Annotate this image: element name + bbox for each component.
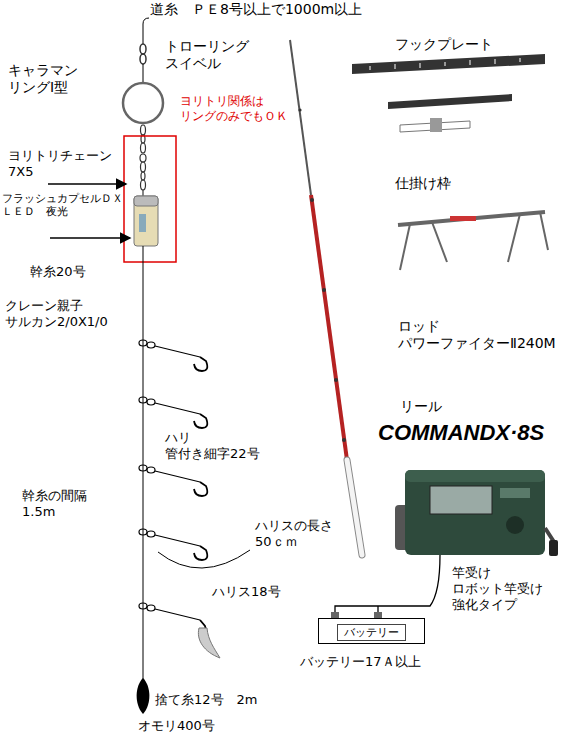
power-cable bbox=[335, 555, 440, 618]
part-label: トローリング スイベル bbox=[165, 38, 249, 72]
rod-symbol bbox=[347, 460, 362, 555]
part-label: クレーン親子 サルカン2/0X1/0 bbox=[5, 298, 108, 330]
rod-symbol bbox=[311, 195, 347, 460]
part-label: ロッド パワーファイターⅡ240M bbox=[398, 318, 556, 352]
ring-symbol bbox=[123, 83, 163, 123]
line-label: 道糸 ＰＥ8号以上で1000m以上 bbox=[150, 1, 362, 18]
dimension: 幹糸の間隔 1.5m bbox=[22, 488, 87, 520]
note: ヨリトリ関係は リングのみでもＯＫ bbox=[180, 94, 288, 123]
part-label: 竿受け ロボット竿受け 強化タイプ bbox=[452, 565, 543, 613]
part-label: フラッシュカプセルＤＸ ＬＥＤ 夜光 bbox=[2, 192, 123, 218]
part-label: ヨリトリチェーン 7X5 bbox=[8, 148, 112, 180]
part-label: 仕掛け枠 bbox=[395, 175, 451, 192]
sinker-symbol bbox=[137, 678, 150, 714]
pointer-arrow bbox=[48, 183, 126, 185]
part-label: リール bbox=[400, 398, 442, 415]
capsule-symbol bbox=[134, 196, 158, 206]
swivel-symbol bbox=[140, 44, 146, 54]
hook-plate-picture bbox=[352, 54, 545, 132]
line-label: ハリス18号 bbox=[212, 584, 281, 600]
line-label: 捨て糸12号 2m bbox=[155, 692, 257, 708]
line-label: 幹糸20号 bbox=[30, 264, 86, 280]
reel-picture bbox=[395, 470, 558, 556]
main-line bbox=[143, 18, 149, 44]
pointer-arrow bbox=[50, 237, 130, 239]
rod-symbol bbox=[347, 460, 362, 555]
part-label: オモリ400号 bbox=[138, 718, 215, 734]
part-label: フックプレート bbox=[395, 36, 493, 53]
box-text: バッテリー bbox=[337, 624, 406, 641]
part-label: バッテリー17Ａ以上 bbox=[300, 654, 421, 670]
rig-frame-picture bbox=[398, 212, 548, 270]
rod-guides bbox=[298, 108, 346, 442]
main-line bbox=[143, 246, 144, 679]
part-label: キャラマン リングⅠ型 bbox=[8, 62, 78, 96]
swivel-symbol bbox=[140, 54, 146, 64]
capsule-symbol bbox=[134, 196, 158, 246]
capsule-symbol bbox=[139, 214, 146, 232]
highlight-frame bbox=[124, 136, 176, 262]
bait-symbol bbox=[198, 628, 220, 658]
rod-symbol bbox=[290, 40, 311, 195]
brand-logo: COMMANDX·8S bbox=[378, 420, 544, 447]
part-label: ハリ 管付き細字22号 bbox=[165, 430, 260, 462]
dimension: ハリスの長さ 50ｃｍ bbox=[255, 518, 333, 550]
battery-box: バッテリー bbox=[318, 618, 425, 644]
branch-rigs bbox=[139, 340, 207, 634]
length-arc bbox=[158, 550, 250, 568]
main-line bbox=[143, 64, 144, 83]
